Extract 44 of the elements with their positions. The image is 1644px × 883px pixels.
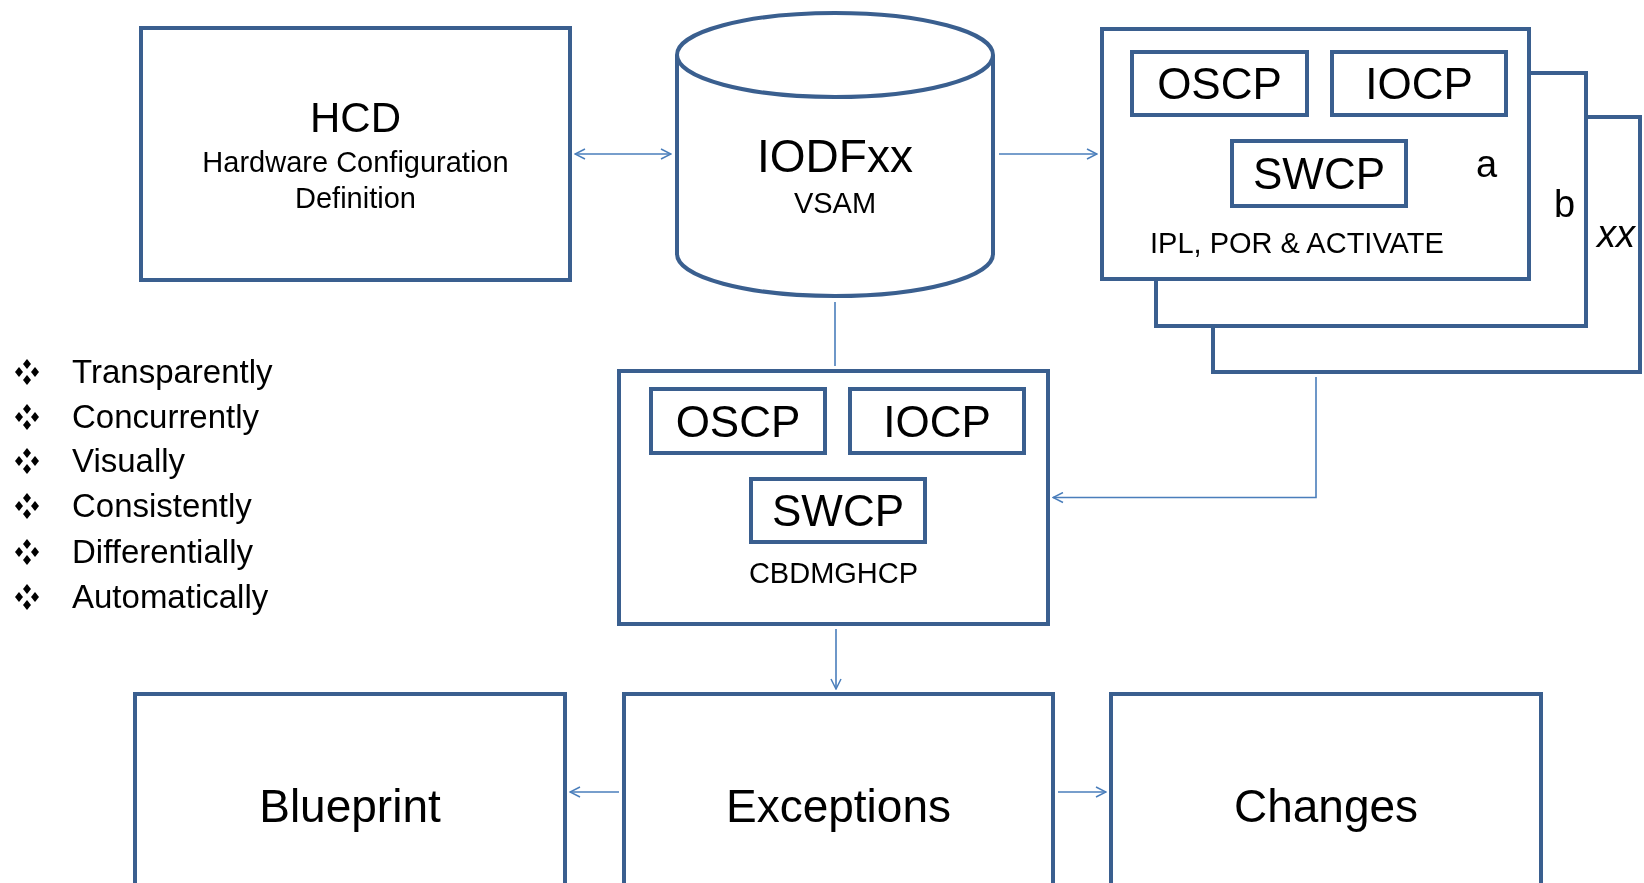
- database-cylinder: [674, 10, 996, 299]
- box-label: OSCP: [1157, 58, 1282, 110]
- box-label: SWCP: [1253, 148, 1385, 200]
- process-box: [139, 26, 572, 282]
- connector-line: [834, 301, 836, 367]
- arrow: [574, 148, 672, 160]
- box-label: OSCP: [675, 395, 801, 448]
- arrow: [1052, 376, 1317, 504]
- list-item-text: Differentially: [72, 533, 253, 571]
- box-subtitle: Hardware Configuration Definition: [201, 145, 510, 217]
- list-item-text: Automatically: [72, 578, 269, 616]
- box-title: Blueprint: [259, 779, 441, 835]
- box-title: Exceptions: [726, 779, 951, 835]
- program-box: [649, 387, 827, 455]
- list-item-text: Consistently: [72, 487, 252, 525]
- program-box: [1230, 139, 1408, 208]
- box-title: HCD: [310, 92, 401, 143]
- sheet-letter: a: [1476, 142, 1498, 187]
- sheet-caption: IPL, POR & ACTIVATE: [1150, 226, 1444, 261]
- box-label: IOCP: [1365, 58, 1473, 110]
- program-box: [749, 477, 927, 544]
- list-item-text: Transparently: [72, 353, 273, 391]
- sheet-letter: xx: [1597, 212, 1635, 257]
- box-label: SWCP: [772, 485, 904, 537]
- program-box: [1330, 50, 1508, 117]
- output-box: [133, 692, 567, 883]
- arrow: [1057, 786, 1107, 798]
- arrow: [569, 786, 620, 798]
- stacked-sheet: [1100, 27, 1531, 281]
- process-box: [617, 369, 1050, 626]
- output-box: [622, 692, 1055, 883]
- box-subtitle: VSAM: [793, 186, 877, 222]
- arrow: [830, 628, 842, 690]
- box-caption: CBDMGHCP: [747, 556, 920, 591]
- box-label: IOCP: [883, 395, 991, 448]
- sheet-letter: b: [1554, 182, 1576, 227]
- output-box: [1109, 692, 1543, 883]
- arrow: [998, 148, 1098, 160]
- list-item-text: Visually: [72, 442, 186, 480]
- program-box: [1130, 50, 1309, 117]
- list-item-text: Concurrently: [72, 398, 260, 436]
- program-box: [848, 387, 1026, 455]
- box-title: IODFxx: [757, 128, 913, 184]
- box-title: Changes: [1233, 779, 1419, 835]
